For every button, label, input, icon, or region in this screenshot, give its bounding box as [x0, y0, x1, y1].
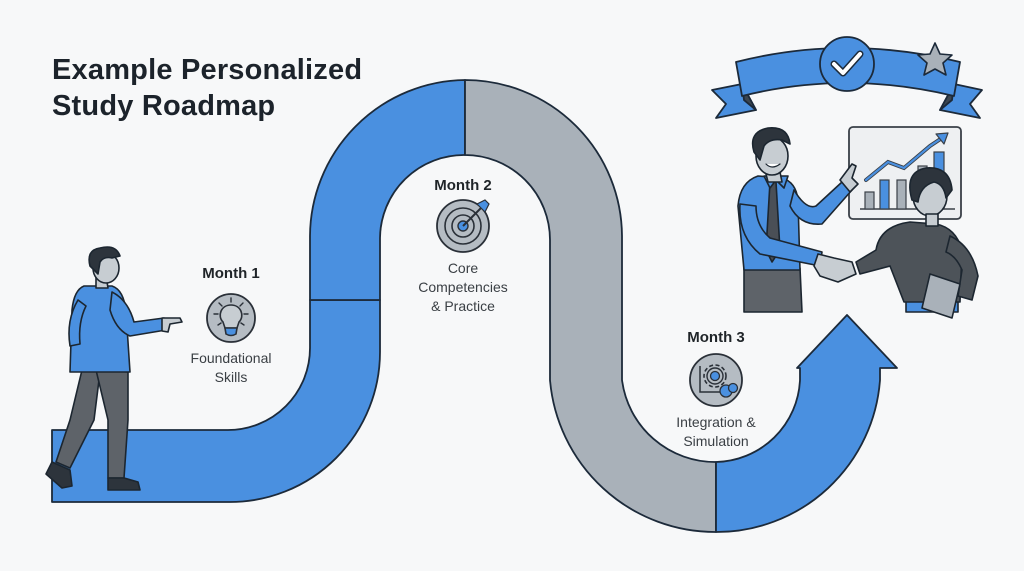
target-icon — [436, 199, 490, 253]
month-2-description: Core Competencies & Practice — [393, 259, 533, 316]
gears-icon — [689, 353, 743, 407]
month-1-description: Foundational Skills — [161, 349, 301, 387]
lightbulb-icon — [206, 293, 256, 343]
month-2-description-line: Competencies — [418, 279, 508, 295]
roadmap-path — [51, 79, 898, 533]
mentor-illustration — [737, 127, 859, 313]
month-3-description: Integration & Simulation — [646, 413, 786, 451]
path-segment-month-1 — [51, 299, 381, 503]
achievement-banner — [711, 36, 983, 119]
star-icon — [917, 42, 953, 76]
month-1-description-line: Skills — [214, 369, 248, 385]
month-3-description-line: Integration & — [676, 414, 756, 430]
month-2-description-line: & Practice — [431, 298, 495, 314]
month-1-label: Month 1 — [202, 265, 260, 282]
path-segment-month-3 — [715, 314, 898, 533]
month-2-label: Month 2 — [434, 177, 492, 194]
month-2-description-line: Core — [447, 260, 479, 276]
month-3-label: Month 3 — [687, 329, 745, 346]
mentee-illustration — [813, 167, 979, 319]
month-1-description-line: Foundational — [190, 350, 272, 366]
title-line-1: Example Personalized — [52, 54, 363, 86]
page-title: Example Personalized Study Roadmap — [52, 52, 362, 124]
walking-person-illustration — [45, 246, 183, 491]
month-3-description-line: Simulation — [683, 433, 749, 449]
path-segment-month-2a — [309, 79, 466, 301]
title-line-2: Study Roadmap — [52, 90, 276, 122]
